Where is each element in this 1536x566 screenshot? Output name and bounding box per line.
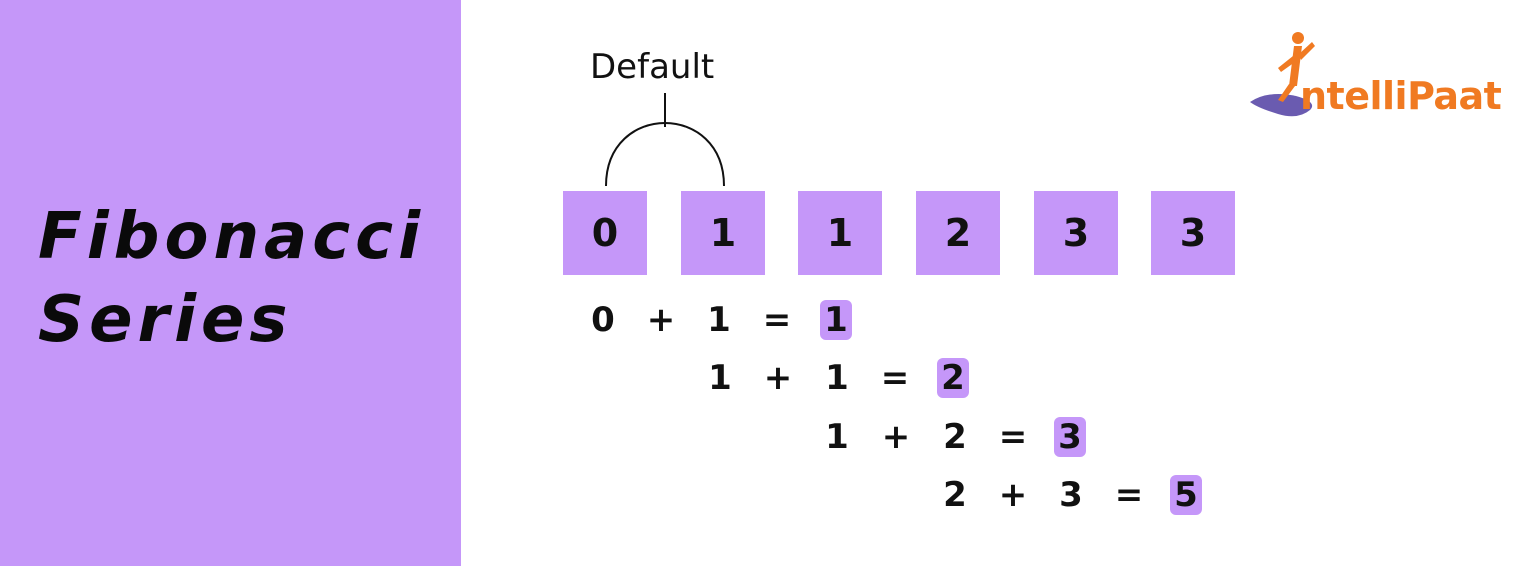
equation-result: 2	[937, 358, 969, 398]
equation-operand: 3	[1059, 475, 1083, 515]
sequence-box-0: 0	[563, 191, 647, 275]
equation-operand: 1	[707, 300, 731, 340]
logo-text: ntelliPaat	[1300, 74, 1502, 118]
default-label: Default	[590, 47, 715, 87]
default-bracket	[605, 93, 725, 187]
equals-sign: =	[762, 300, 792, 340]
logo-figure-icon	[1250, 32, 1315, 117]
equals-sign: =	[998, 417, 1028, 457]
equation-operand: 0	[591, 300, 615, 340]
plus-sign: +	[998, 475, 1028, 515]
equation-operand: 1	[825, 417, 849, 457]
equation-result: 3	[1054, 417, 1086, 457]
plus-sign: +	[881, 417, 911, 457]
sequence-box-3: 2	[916, 191, 1000, 275]
equals-sign: =	[880, 358, 910, 398]
sequence-box-5: 3	[1151, 191, 1235, 275]
intellipaat-logo: ntelliPaat	[1248, 30, 1508, 125]
title-line-1: Fibonacci	[38, 200, 425, 274]
equation-operand: 2	[943, 475, 967, 515]
sequence-box-1: 1	[681, 191, 765, 275]
sequence-box-2: 1	[798, 191, 882, 275]
plus-sign: +	[763, 358, 793, 398]
equation-result: 1	[820, 300, 852, 340]
plus-sign: +	[646, 300, 676, 340]
equation-result: 5	[1170, 475, 1202, 515]
bracket-arc	[605, 122, 725, 187]
sequence-box-4: 3	[1034, 191, 1118, 275]
title-panel: Fibonacci Series	[0, 0, 461, 566]
equals-sign: =	[1114, 475, 1144, 515]
equation-operand: 2	[943, 417, 967, 457]
title-line-2: Series	[38, 283, 293, 357]
equation-operand: 1	[708, 358, 732, 398]
equation-operand: 1	[825, 358, 849, 398]
